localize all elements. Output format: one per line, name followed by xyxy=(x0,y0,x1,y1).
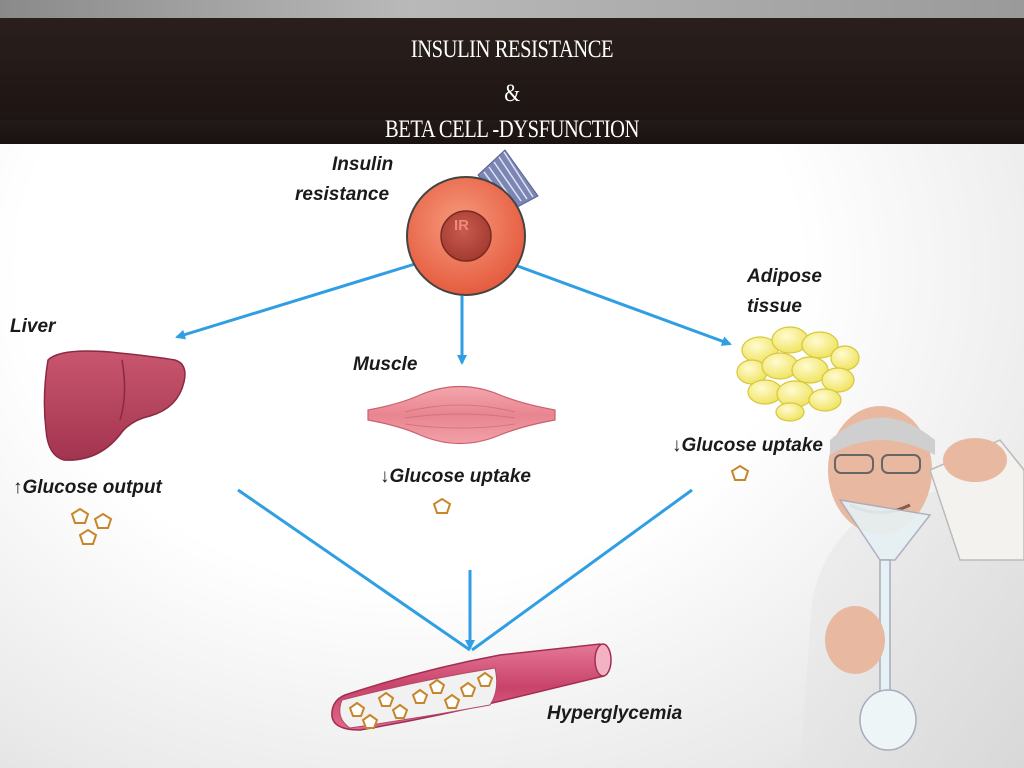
title-bar xyxy=(0,18,1024,120)
up-arrow-icon: ↑ xyxy=(13,477,23,498)
down-arrow-icon: ↓ xyxy=(672,435,682,456)
muscle-label: Muscle xyxy=(353,354,418,375)
glucose-icon xyxy=(348,701,366,717)
hyperglycemia-label: Hyperglycemia xyxy=(547,703,683,724)
title-line-3: BETA CELL -DYSFUNCTION xyxy=(385,116,639,143)
arrows xyxy=(175,262,732,652)
glucose-icon xyxy=(93,512,113,529)
glucose-icon xyxy=(443,693,461,709)
arrow-cell-to-adipose xyxy=(511,262,732,346)
adipose-organ xyxy=(736,326,860,422)
glucose-icon xyxy=(377,691,395,707)
title-line-1: INSULIN RESISTANCE xyxy=(410,36,614,63)
glucose-icon xyxy=(70,507,90,524)
muscle-organ xyxy=(367,385,556,445)
muscle-effect: ↓Glucose uptake xyxy=(380,466,531,487)
down-arrow-icon: ↓ xyxy=(380,466,390,487)
liver-organ xyxy=(43,350,186,461)
blood-vessel xyxy=(331,643,612,731)
insulin-label: Insulin xyxy=(332,154,394,175)
arrow-cell-to-liver xyxy=(175,262,416,340)
glucose-icon xyxy=(411,688,429,704)
glucose-icon xyxy=(78,528,98,545)
adipose-label: Adipose xyxy=(747,266,822,287)
arrow-adipose-to-vessel xyxy=(471,488,693,652)
receptor-label: IR xyxy=(454,217,469,234)
glucose-icon xyxy=(476,671,494,687)
glucose-molecules xyxy=(70,464,750,545)
title-line-2: & xyxy=(504,80,520,107)
liver-label: Liver xyxy=(10,316,56,337)
tissue-label: tissue xyxy=(747,296,802,317)
adipose-effect: ↓Glucose uptake xyxy=(672,435,823,456)
resistance-label: resistance xyxy=(295,184,390,205)
liver-effect: ↑Glucose output xyxy=(13,477,162,498)
arrow-liver-to-vessel xyxy=(237,488,471,652)
liver-lobe-line xyxy=(119,359,126,421)
glucose-icon xyxy=(730,464,750,481)
glucose-icon xyxy=(432,497,452,514)
glucose-icon xyxy=(428,678,446,694)
title-bar-lower-strip xyxy=(0,120,1024,144)
scientist-image xyxy=(800,406,1024,768)
top-stripe xyxy=(0,0,1024,18)
insulin-resistant-cell xyxy=(406,149,539,296)
glucose-icon xyxy=(361,713,379,729)
glucose-icon xyxy=(391,703,409,719)
glucose-icon xyxy=(459,681,477,697)
